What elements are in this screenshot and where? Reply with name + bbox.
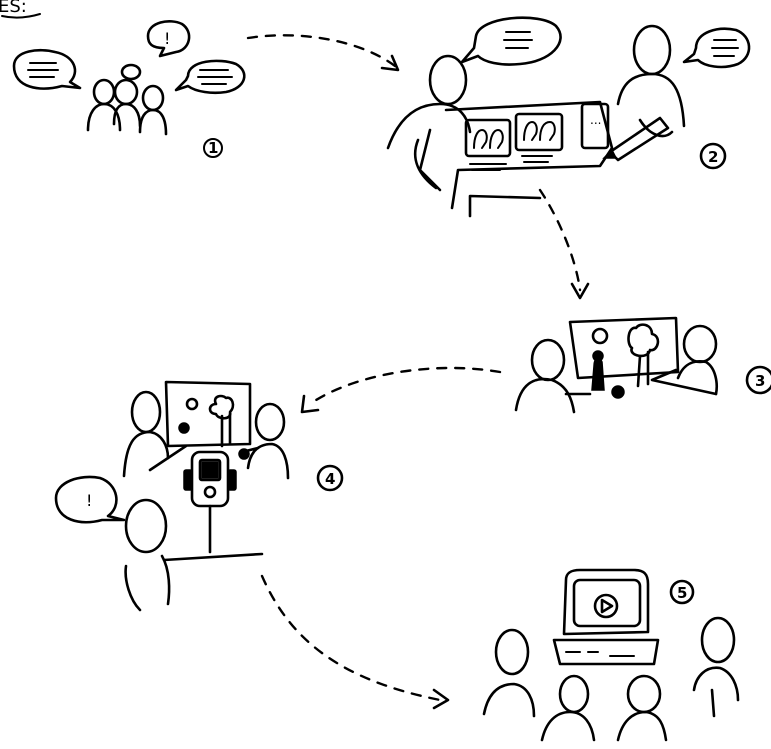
step-3-recording: 3 — [516, 318, 771, 412]
speech-bubble-artist — [684, 29, 749, 67]
arrow-4-to-5 — [262, 576, 440, 700]
artist-person — [618, 26, 684, 136]
arrowhead-3-to-4 — [302, 396, 318, 412]
step-number-4: 4 — [318, 466, 342, 490]
phone-on-tripod-icon — [184, 452, 236, 552]
speech-bubble-presenter — [462, 18, 561, 65]
speech-bubble-director: ! — [56, 477, 124, 522]
step-number-3: 3 — [747, 367, 771, 393]
speech-bubble-left — [14, 50, 80, 88]
viewer-left — [484, 630, 534, 716]
arrow-1-to-2 — [248, 35, 395, 66]
viewer-front-right — [618, 676, 666, 740]
director-person — [126, 500, 262, 610]
speech-bubble-right — [176, 61, 244, 93]
arrow-2-to-3 — [540, 190, 580, 290]
step-2-storyboarding: ... 2 — [388, 18, 749, 216]
step-number-1: 1 — [204, 139, 222, 157]
person-4-left — [124, 392, 186, 476]
exclaim-mark-4: ! — [86, 491, 92, 510]
viewer-front-left — [542, 676, 594, 740]
pen-icon — [604, 118, 668, 160]
exclaim-mark-1: ! — [164, 29, 170, 48]
laptop-icon — [554, 570, 658, 664]
people-group — [88, 65, 166, 134]
step-number-5: 5 — [671, 581, 693, 603]
storyboard-dots: ... — [590, 113, 601, 127]
speech-bubble-top: ! — [148, 21, 189, 56]
step-5-viewing: 5 — [484, 570, 738, 740]
screen-board-4 — [166, 382, 250, 459]
header-fragment: ES: — [0, 0, 27, 17]
viewer-right — [694, 618, 738, 716]
arrow-3-to-4 — [310, 368, 500, 404]
step-1-discussion: ! 1 — [14, 21, 244, 157]
step-number-2: 2 — [701, 144, 725, 168]
svg-text:2: 2 — [708, 148, 718, 166]
svg-text:3: 3 — [755, 372, 765, 390]
svg-text:1: 1 — [208, 139, 218, 157]
person-right — [652, 326, 717, 394]
storyboard-sheet: ... — [446, 102, 612, 216]
step-4-filming: ! 4 — [56, 382, 342, 610]
svg-text:4: 4 — [325, 470, 335, 488]
svg-text:5: 5 — [677, 584, 687, 602]
